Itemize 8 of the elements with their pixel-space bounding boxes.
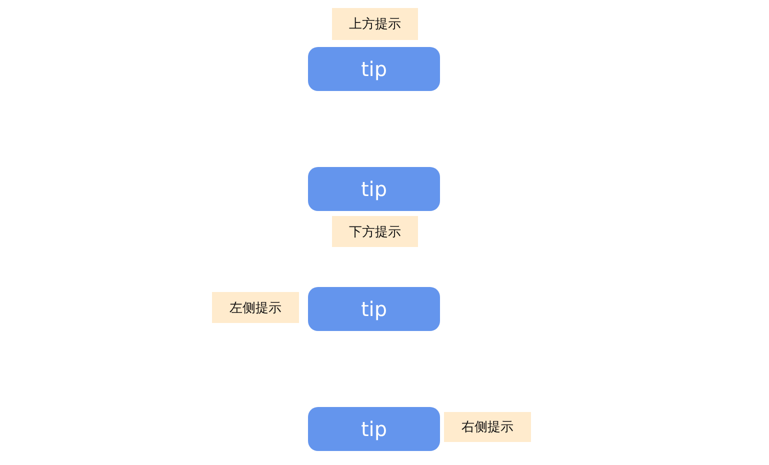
tooltip: 右侧提示 (444, 412, 531, 442)
tip-button: tip (308, 47, 440, 91)
tip-button: tip (308, 167, 440, 211)
tooltip: 上方提示 (332, 8, 418, 40)
tip-button: tip (308, 287, 440, 331)
tip-button: tip (308, 407, 440, 451)
tooltip: 左侧提示 (212, 292, 299, 323)
tooltip: 下方提示 (332, 216, 418, 247)
